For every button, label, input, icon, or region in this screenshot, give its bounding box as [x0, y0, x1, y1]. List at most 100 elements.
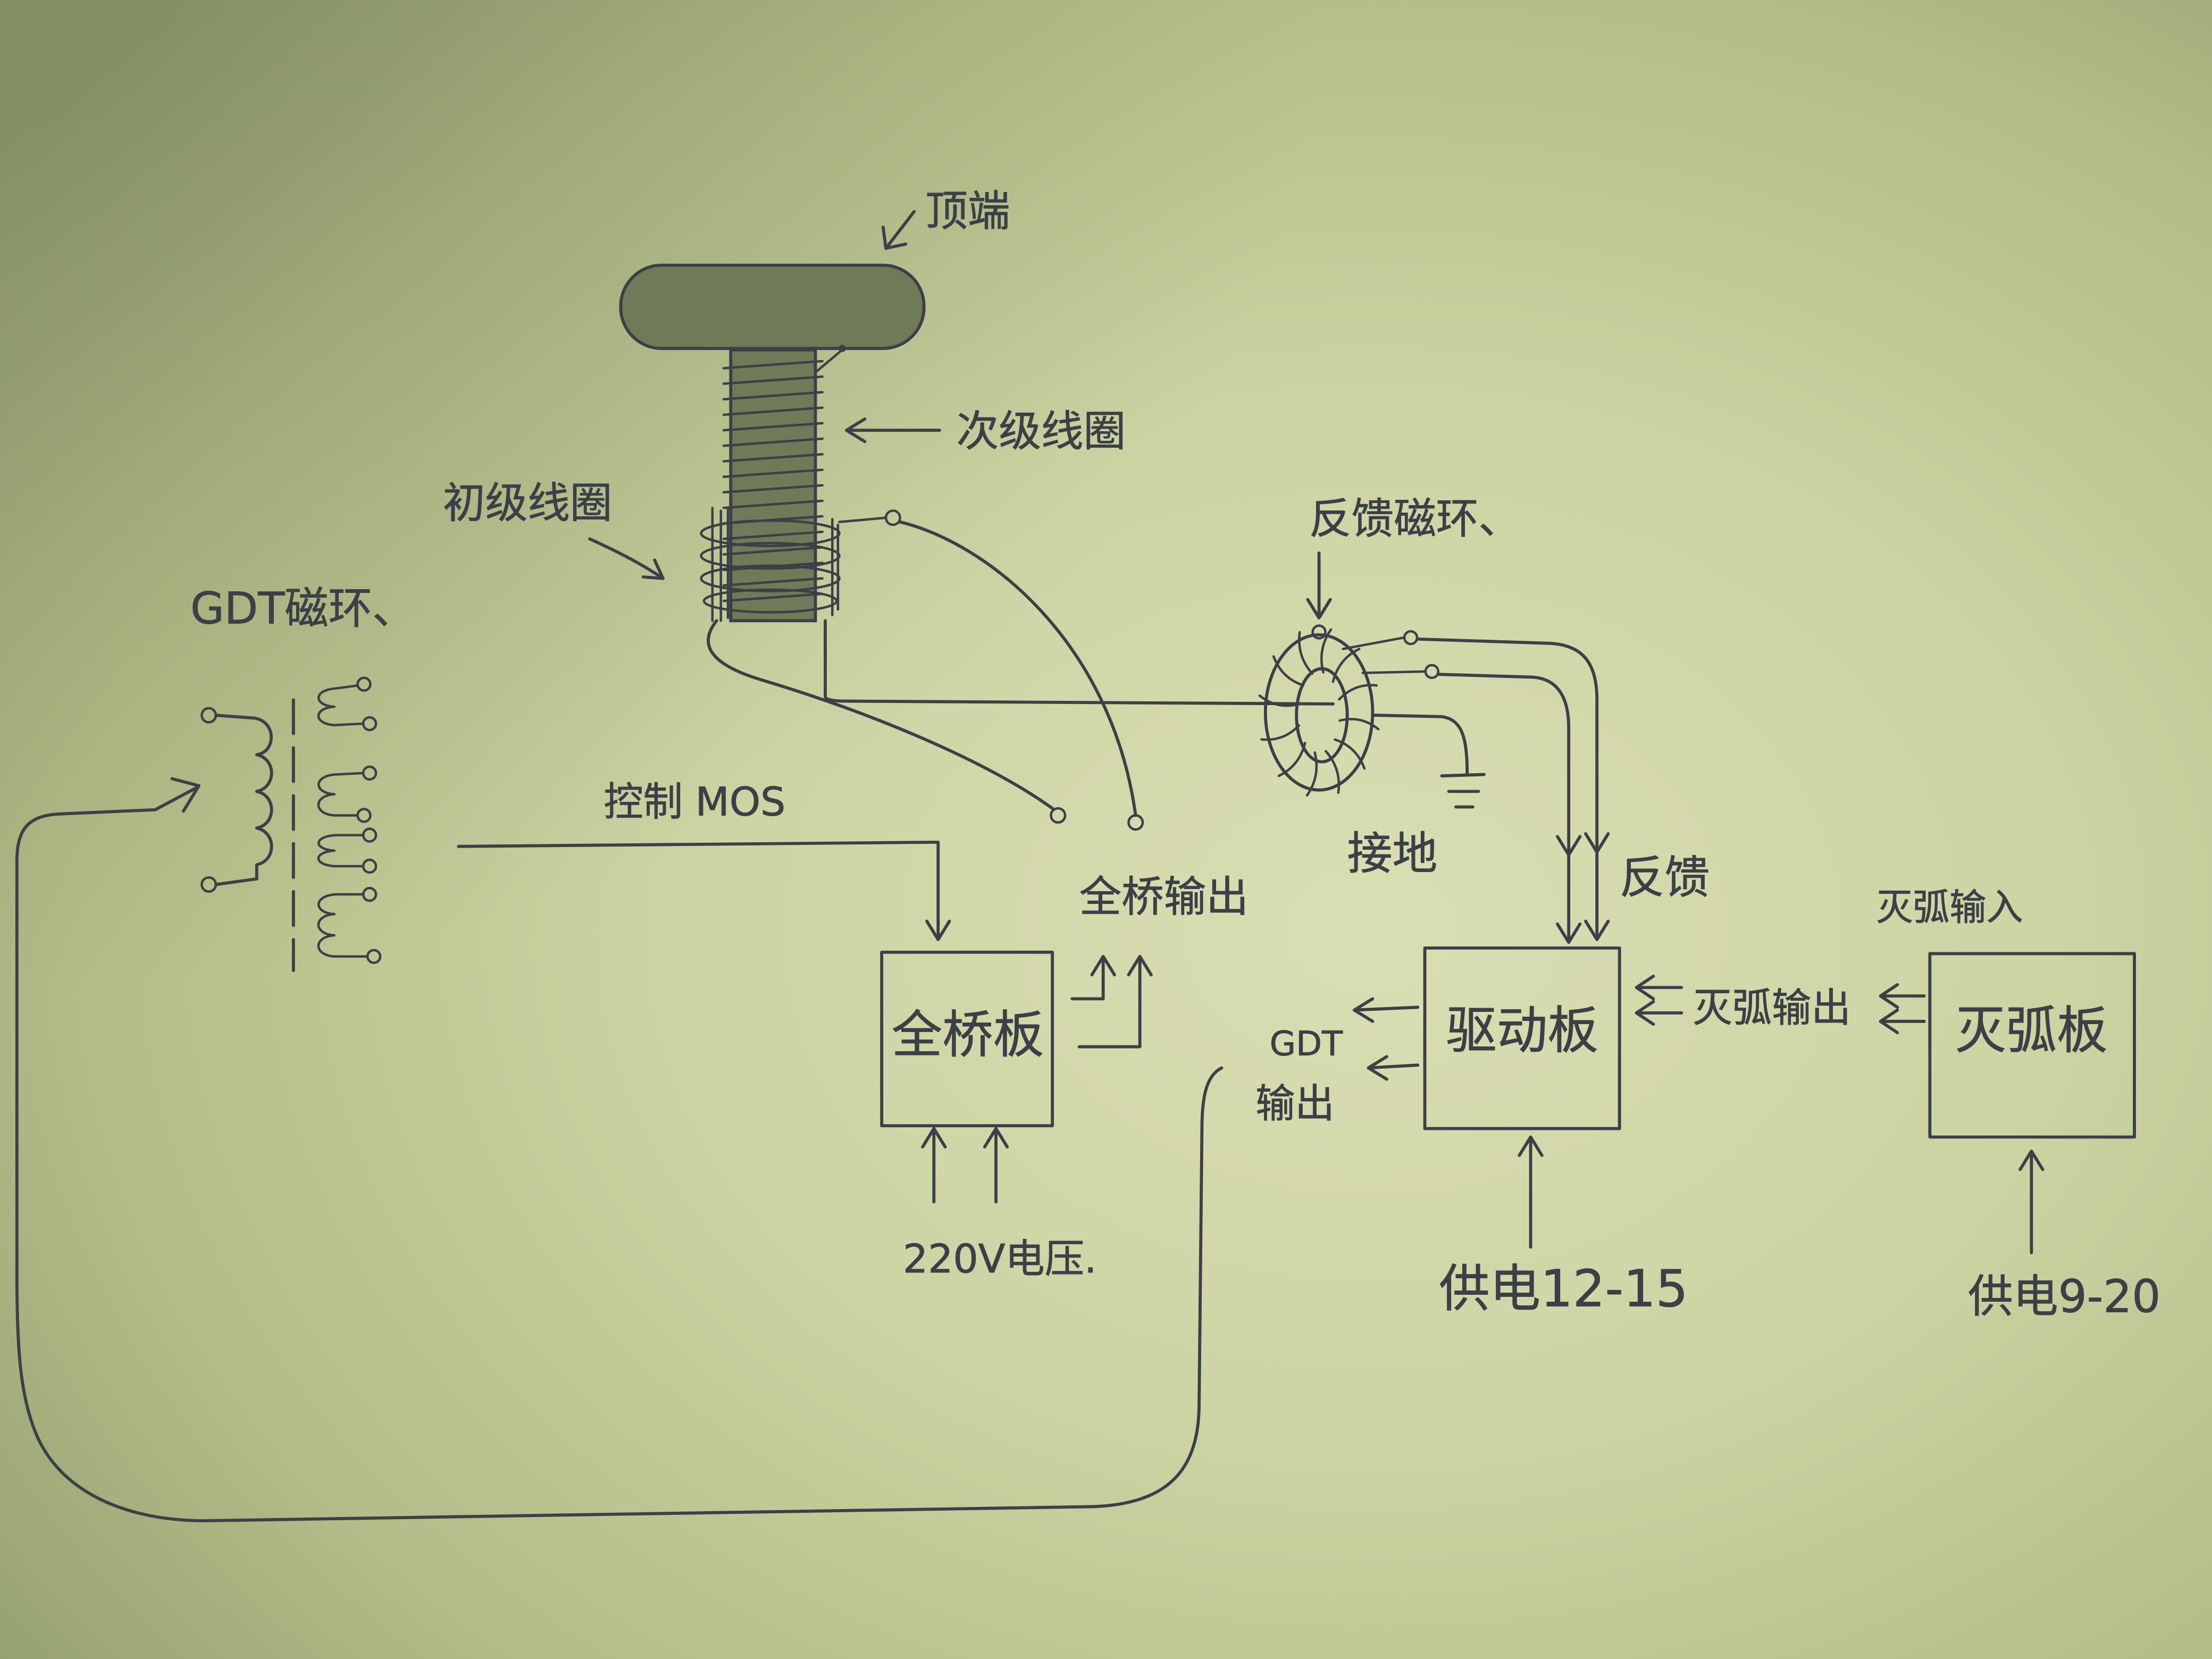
primary-top-terminal	[884, 509, 901, 526]
gdt-secondary-terminal	[366, 949, 382, 964]
feedback-toroid-label: 反馈磁环、	[1309, 494, 1521, 543]
gdt-secondary-winding	[317, 772, 364, 817]
gdt-primary-winding	[214, 714, 273, 886]
primary-coil-turn	[700, 542, 841, 570]
full-bridge-board: 全桥板	[880, 950, 1054, 1128]
gdt-output-label-line1: GDT	[1270, 1024, 1343, 1063]
secondary-coil-winding	[722, 406, 824, 416]
feedback-arrowhead	[1584, 832, 1610, 854]
gdt-output-arrow	[1367, 1055, 1420, 1081]
secondary-coil-windings	[722, 359, 824, 602]
gdt-output-label-line2: 输出	[1255, 1080, 1335, 1127]
secondary-coil-winding	[722, 530, 824, 540]
gdt-secondary-terminal	[356, 808, 372, 823]
gdt-input-arrowhead	[170, 777, 200, 813]
feedback-lead-a	[1342, 636, 1405, 650]
secondary-base-wire	[824, 619, 1335, 706]
gdt-secondary-terminal	[362, 886, 378, 902]
feedback-toroid-winding	[1325, 750, 1340, 794]
feedback-arrowhead	[1556, 835, 1582, 857]
secondary-coil-winding	[722, 484, 824, 494]
top-terminal-lead	[814, 348, 844, 374]
interrupter-supply-label: 供电9-20	[1968, 1270, 2160, 1323]
secondary-coil-label: 次级线圈	[957, 406, 1126, 456]
top-terminal-label: 顶端	[925, 186, 1010, 236]
gdt-secondary-terminal	[362, 827, 378, 843]
primary-to-bridge-wire-b	[898, 520, 1137, 817]
primary-coil-right-leads	[831, 518, 840, 616]
feedback-toroid-windings	[1258, 628, 1380, 797]
bridge-output-terminal-a	[1050, 807, 1067, 824]
driver-supply-arrow	[1518, 1135, 1544, 1249]
interrupter-board-box	[1928, 952, 2136, 1139]
tesla-coil	[619, 263, 926, 623]
interrupter-output-arrow	[1635, 1000, 1683, 1026]
feedback-signal-wire-a	[1416, 637, 1599, 939]
feedback-arrowhead	[1556, 922, 1582, 944]
interrupter-board: 灭弧板	[1928, 952, 2136, 1139]
secondary-coil-winding	[722, 592, 824, 602]
gdt-transformer	[200, 676, 382, 973]
ground-label: 接地	[1347, 827, 1438, 880]
feedback-terminal-b	[1424, 664, 1440, 680]
gdt-secondary-terminal	[356, 676, 372, 692]
bridge-output-arrow	[1070, 954, 1116, 1001]
full-bridge-board-box	[880, 950, 1054, 1128]
top-terminal-pointer-arrow	[881, 210, 916, 250]
feedback-toroid-outer	[1263, 633, 1375, 792]
feedback-toroid-winding	[1305, 751, 1318, 797]
control-mos-label: 控制 MOS	[604, 778, 786, 825]
feedback-toroid-winding	[1298, 631, 1314, 675]
feedback-toroid-winding	[1338, 718, 1380, 731]
feedback-signal-wire-b	[1437, 673, 1571, 941]
primary-coil-pointer-arrow	[588, 537, 665, 580]
gdt-secondary-winding	[317, 834, 364, 868]
secondary-coil-winding	[722, 546, 824, 556]
control-mos-wire	[457, 840, 951, 941]
driver-board-label: 驱动板	[1446, 1001, 1598, 1060]
feedback-toroid-winding	[1338, 684, 1378, 701]
feedback-toroid-winding	[1258, 694, 1300, 707]
feedback-toroid-winding	[1260, 724, 1301, 741]
ground-symbol	[1440, 773, 1486, 809]
feedback-toroid-winding	[1272, 655, 1305, 687]
secondary-coil-winding	[722, 375, 824, 385]
primary-coil-turn	[700, 519, 841, 547]
feedback-toroid-top-terminal	[1311, 624, 1327, 640]
driver-board-box	[1423, 946, 1621, 1130]
interrupter-output-arrow	[1635, 974, 1683, 1001]
gdt-secondary-winding	[317, 684, 364, 726]
top-terminal-junction	[838, 345, 846, 353]
feedback-arrowhead	[1584, 919, 1610, 941]
feedback-toroid-winding	[1277, 742, 1306, 777]
primary-coil-turn	[702, 588, 838, 614]
gdt-secondary-terminal	[362, 765, 378, 781]
interrupter-output-label: 灭弧输出	[1693, 985, 1851, 1031]
interrupter-board-label: 灭弧板	[1955, 1001, 2108, 1060]
primary-to-bridge-wire-a	[707, 619, 1054, 810]
interrupter-output-arrow	[1879, 1008, 1926, 1034]
feedback-terminal-a	[1403, 630, 1419, 646]
gdt-drive-loop-wire	[15, 785, 1224, 1522]
mains-input-arrow	[983, 1127, 1009, 1204]
bridge-output-arrow	[1077, 954, 1153, 1049]
secondary-coil-winding	[722, 437, 824, 447]
feedback-toroid-pointer-arrow	[1306, 551, 1332, 619]
secondary-coil-winding	[722, 453, 824, 463]
secondary-coil-winding	[722, 359, 824, 370]
secondary-coil-pointer-arrow	[844, 417, 941, 443]
feedback-toroid-winding	[1334, 738, 1366, 770]
secondary-coil-winding	[722, 499, 824, 509]
interrupter-supply-arrow	[2018, 1149, 2045, 1254]
secondary-coil-winding	[722, 468, 824, 478]
gdt-secondary-terminal	[362, 858, 378, 874]
mains-voltage-label: 220V电压.	[903, 1236, 1097, 1282]
gdt-secondary-terminal	[362, 716, 378, 732]
full-bridge-board-label: 全桥板	[892, 1005, 1044, 1065]
top-terminal	[619, 263, 926, 350]
bridge-output-terminal-b	[1127, 814, 1144, 831]
interrupter-output-arrow	[1879, 983, 1926, 1009]
driver-supply-label: 供电12-15	[1439, 1259, 1688, 1319]
